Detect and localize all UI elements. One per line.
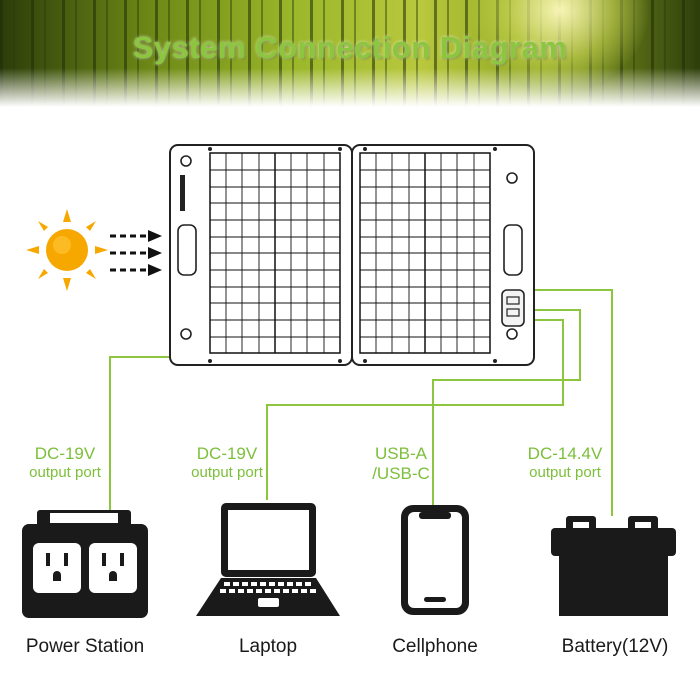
car-battery-icon (551, 516, 676, 616)
banner-fade (0, 68, 700, 107)
port-type: output port (529, 464, 601, 481)
wire-laptop (266, 319, 564, 500)
port-label-cellphone: USB-A /USB-C (360, 445, 442, 482)
power-station-icon (22, 510, 148, 618)
port-voltage: DC-19V (34, 444, 96, 463)
wire-battery (523, 289, 613, 516)
wire-cellphone (432, 309, 581, 505)
sun-icon (26, 209, 108, 291)
port-voltage: DC-14.4V (527, 444, 603, 463)
diagram-title: System Connection Diagram (132, 30, 568, 65)
laptop-icon (196, 503, 340, 616)
port-type: USB-A (375, 444, 427, 463)
cellphone-icon (401, 505, 469, 615)
port-label-laptop: DC-19V output port (182, 445, 272, 480)
wire-power-station (109, 356, 523, 523)
port-label-power-station: DC-19V output port (18, 445, 112, 480)
device-label-battery: Battery(12V) (561, 636, 669, 657)
port-label-battery: DC-14.4V output port (515, 445, 615, 480)
port-voltage: DC-19V (196, 444, 258, 463)
device-label-power-station: Power Station (25, 636, 145, 657)
solar-panel-icon (169, 144, 535, 366)
port-type-alt: /USB-C (372, 464, 430, 483)
device-label-cellphone: Cellphone (392, 636, 478, 657)
device-label-laptop: Laptop (238, 636, 298, 657)
sunlight-arrows-icon (110, 230, 162, 276)
port-type: output port (191, 464, 263, 481)
port-type: output port (29, 464, 101, 481)
